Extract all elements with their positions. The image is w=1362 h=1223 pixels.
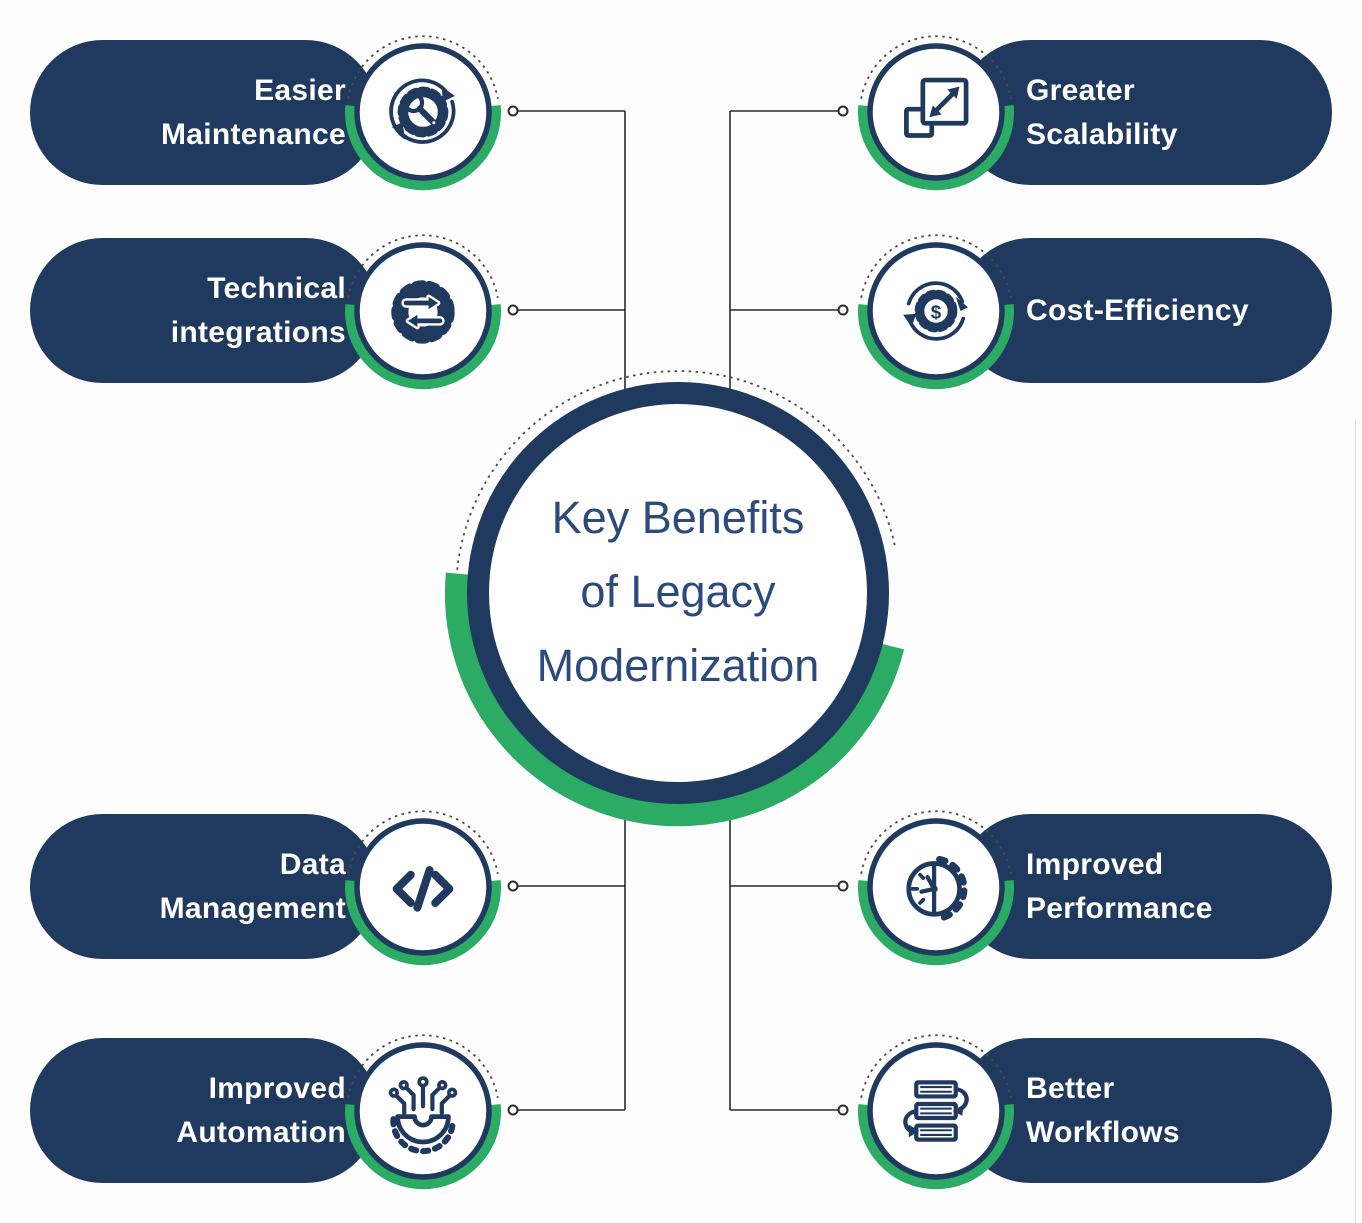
benefit-label: Greater Scalability: [1026, 40, 1326, 185]
center-title-line: of Legacy: [580, 566, 776, 617]
benefit-pill-improved-performance: [958, 814, 1332, 959]
benefit-label-line: Workflows: [1026, 1115, 1180, 1149]
benefit-label-line: Management: [159, 891, 346, 925]
benefit-label-line: Data: [279, 847, 346, 881]
gear-sync-arrows-icon: [345, 234, 501, 390]
benefit-pill-improved-automation: [30, 1038, 378, 1183]
expand-squares-icon: [858, 35, 1014, 191]
benefit-label-line: Maintenance: [160, 117, 346, 151]
benefit-label-line: Automation: [176, 1115, 346, 1149]
dollar-gear-refresh-icon: $: [858, 234, 1014, 390]
center-title: Key Benefits of Legacy Modernization: [478, 481, 878, 703]
benefit-label: Technical integrations: [46, 238, 346, 383]
benefit-label: Improved Performance: [1026, 814, 1326, 959]
benefit-label-line: Cost-Efficiency: [1026, 293, 1249, 327]
benefit-label: Improved Automation: [46, 1038, 346, 1183]
center-title-line: Key Benefits: [551, 492, 805, 543]
page-edge-divider: [1355, 420, 1356, 1223]
benefit-label-line: integrations: [170, 315, 346, 349]
benefit-pill-technical-integrations: [30, 238, 378, 383]
benefit-label-line: Greater: [1026, 73, 1135, 107]
benefit-label-line: Improved: [1026, 847, 1164, 881]
code-brackets-icon: [345, 810, 501, 966]
benefit-pill-greater-scalability: [958, 40, 1332, 185]
svg-text:$: $: [931, 301, 942, 322]
center-title-line: Modernization: [536, 640, 820, 691]
center-circle: [444, 370, 905, 827]
stacked-list-arrows-icon: [858, 1034, 1014, 1190]
benefit-label-line: Technical: [207, 271, 346, 305]
benefit-label-line: Easier: [254, 73, 346, 107]
benefit-label: Cost-Efficiency: [1026, 238, 1326, 383]
benefit-pill-better-workflows: [958, 1038, 1332, 1183]
circuit-gear-icon: [345, 1034, 501, 1190]
benefit-label: Data Management: [46, 814, 346, 959]
clock-gear-gauge-icon: [858, 810, 1014, 966]
benefit-label-line: Better: [1026, 1071, 1115, 1105]
benefit-pill-cost-efficiency: [958, 238, 1332, 383]
benefit-label-line: Improved: [208, 1071, 346, 1105]
gear-wrench-refresh-icon: [345, 35, 501, 191]
benefit-label: Better Workflows: [1026, 1038, 1326, 1183]
benefit-label: Easier Maintenance: [46, 40, 346, 185]
benefit-label-line: Scalability: [1026, 117, 1178, 151]
benefit-pill-easier-maintenance: [30, 40, 378, 185]
benefit-label-line: Performance: [1026, 891, 1213, 925]
benefit-pill-data-management: [30, 814, 378, 959]
